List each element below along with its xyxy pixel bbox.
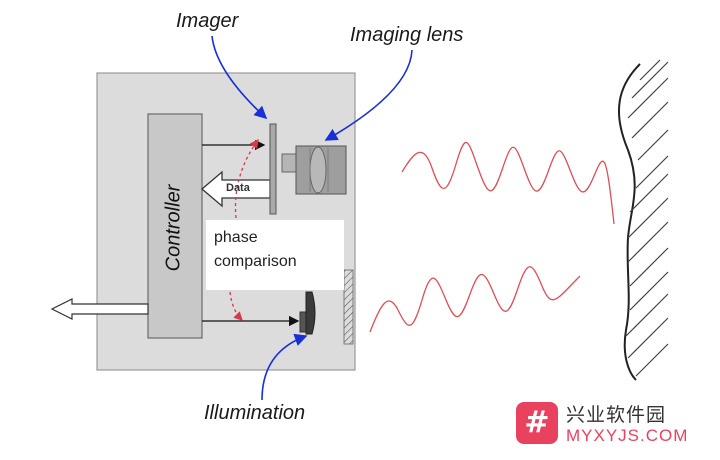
illumination-label: Illumination bbox=[204, 402, 306, 424]
comparison-label: comparison bbox=[214, 253, 297, 270]
phase-arrow-lower bbox=[229, 291, 243, 321]
lens-pointer bbox=[324, 49, 413, 141]
phase-arrow-upper bbox=[234, 138, 259, 219]
controller-label: Controller bbox=[162, 184, 185, 272]
emitted-wave bbox=[369, 266, 581, 333]
imager-sensor bbox=[269, 123, 277, 215]
phase-label: phase bbox=[214, 229, 258, 246]
controller-block bbox=[147, 113, 203, 339]
watermark-chinese-text: 兴业软件园 bbox=[566, 404, 667, 426]
imaging-lens bbox=[281, 145, 347, 195]
reflected-wave bbox=[401, 141, 615, 225]
imager-pointer bbox=[211, 35, 268, 120]
imaging-lens-label: Imaging lens bbox=[350, 24, 464, 46]
optical-window bbox=[343, 269, 354, 345]
watermark-logo-icon: # bbox=[516, 402, 558, 444]
illumination-source bbox=[299, 291, 316, 335]
watermark-url: MYXYJS.COM bbox=[566, 426, 689, 445]
output-arrow bbox=[50, 298, 149, 320]
imager-label: Imager bbox=[176, 10, 239, 32]
watermark: # 兴业软件园 MYXYJS.COM bbox=[516, 400, 712, 450]
illumination-pointer bbox=[261, 333, 308, 401]
target-surface bbox=[617, 59, 669, 381]
data-arrow bbox=[200, 170, 271, 208]
phase-comparison-box: phase comparison bbox=[206, 220, 344, 290]
data-label: Data bbox=[226, 182, 250, 194]
